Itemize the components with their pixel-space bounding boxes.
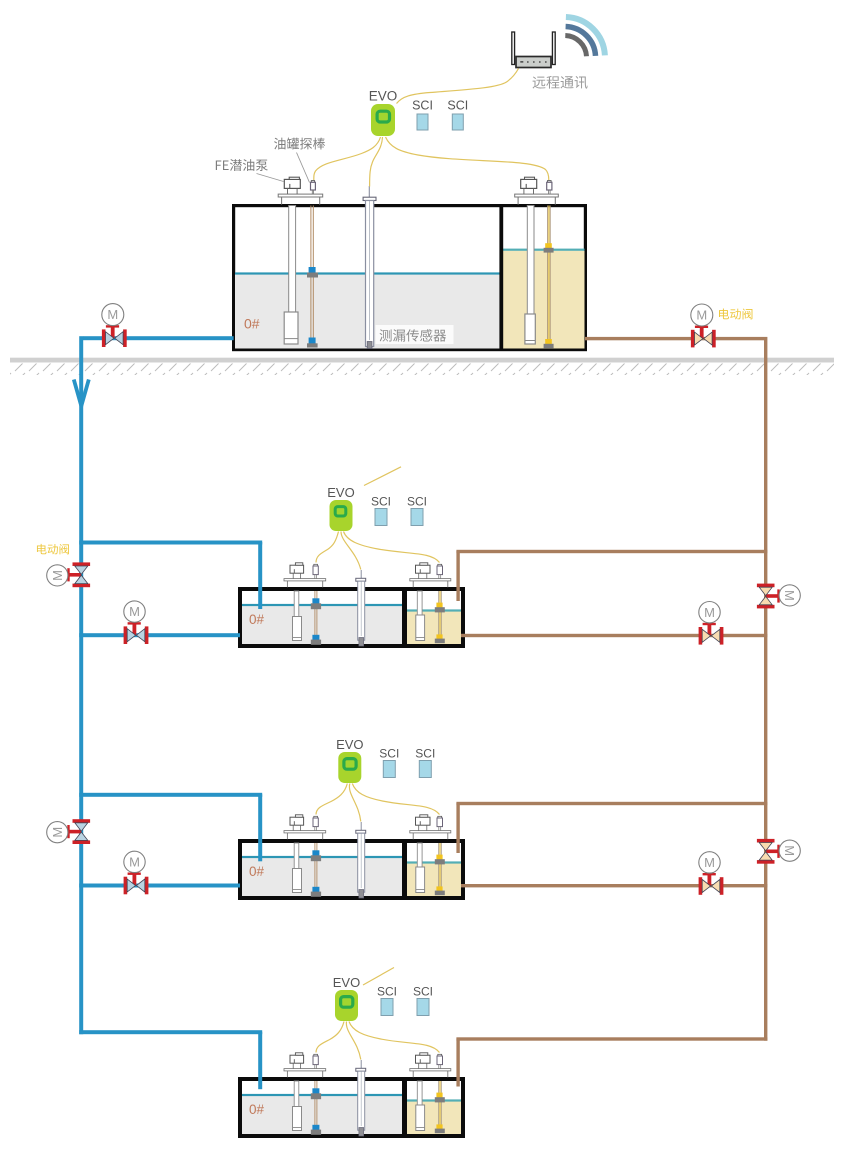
svg-text:SCI: SCI bbox=[447, 99, 468, 113]
svg-text:EVO: EVO bbox=[327, 485, 354, 500]
svg-text:M: M bbox=[704, 605, 715, 620]
svg-text:0#: 0# bbox=[249, 1102, 265, 1117]
svg-text:SCI: SCI bbox=[412, 99, 433, 113]
svg-text:0#: 0# bbox=[249, 612, 265, 627]
svg-text:0#: 0# bbox=[244, 316, 260, 332]
svg-text:M: M bbox=[50, 827, 65, 838]
svg-text:M: M bbox=[129, 604, 140, 619]
svg-text:M: M bbox=[696, 308, 707, 323]
svg-text:SCI: SCI bbox=[379, 747, 399, 761]
svg-text:M: M bbox=[782, 590, 797, 601]
svg-text:M: M bbox=[704, 855, 715, 870]
svg-text:EVO: EVO bbox=[336, 737, 363, 752]
svg-text:EVO: EVO bbox=[333, 975, 360, 990]
svg-text:M: M bbox=[50, 570, 65, 581]
svg-text:EVO: EVO bbox=[369, 89, 398, 104]
svg-text:SCI: SCI bbox=[413, 985, 433, 999]
svg-text:M: M bbox=[782, 845, 797, 856]
svg-text:SCI: SCI bbox=[407, 495, 427, 509]
svg-text:0#: 0# bbox=[249, 864, 265, 879]
svg-text:SCI: SCI bbox=[415, 747, 435, 761]
svg-text:M: M bbox=[107, 307, 118, 322]
svg-text:M: M bbox=[129, 855, 140, 870]
svg-text:SCI: SCI bbox=[371, 495, 391, 509]
svg-text:SCI: SCI bbox=[377, 985, 397, 999]
